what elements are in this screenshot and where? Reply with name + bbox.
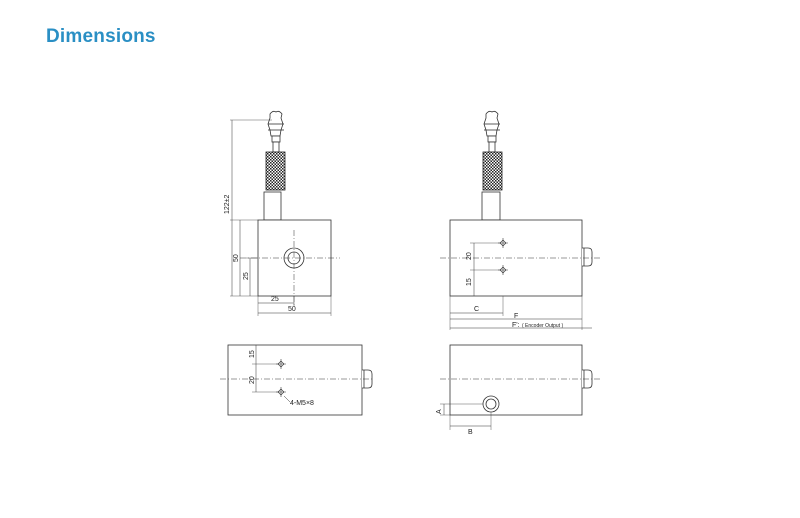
connector-head [267, 110, 284, 153]
knurled-nut-side [482, 151, 503, 191]
cable-stem [263, 191, 282, 221]
dim-f-prime: F': [512, 322, 520, 329]
bottom-body [227, 344, 363, 416]
dim-height-body: 50 [233, 254, 240, 262]
dim-f-prime-note: ( Encoder Output ) [522, 323, 563, 329]
dim-center-horizontal: 25 [271, 296, 279, 303]
dim-bottom-offset: 15 [249, 350, 256, 358]
knurled-nut [265, 151, 286, 191]
dim-height-total: 122±2 [224, 194, 231, 214]
dim-f: F [514, 313, 518, 320]
side-view [440, 110, 600, 330]
end-body [449, 344, 583, 416]
dim-center-vertical: 25 [243, 272, 250, 280]
dim-hole-offset: 15 [466, 278, 473, 286]
dim-a: A [436, 409, 443, 414]
cable-stem-side [481, 191, 501, 221]
side-body [449, 219, 583, 297]
dim-hole-spacing: 20 [466, 252, 473, 260]
thread-callout: 4-M5×8 [290, 400, 314, 407]
dim-width: 50 [288, 306, 296, 313]
dim-c: C [474, 306, 479, 313]
bottom-view [220, 344, 373, 416]
front-view [230, 110, 340, 316]
encoder-stub [582, 247, 593, 267]
end-view [440, 344, 600, 430]
dim-b: B [468, 429, 473, 436]
dim-bottom-spacing: 20 [249, 376, 256, 384]
connector-head-side [483, 110, 500, 153]
page-title: Dimensions [46, 26, 156, 47]
